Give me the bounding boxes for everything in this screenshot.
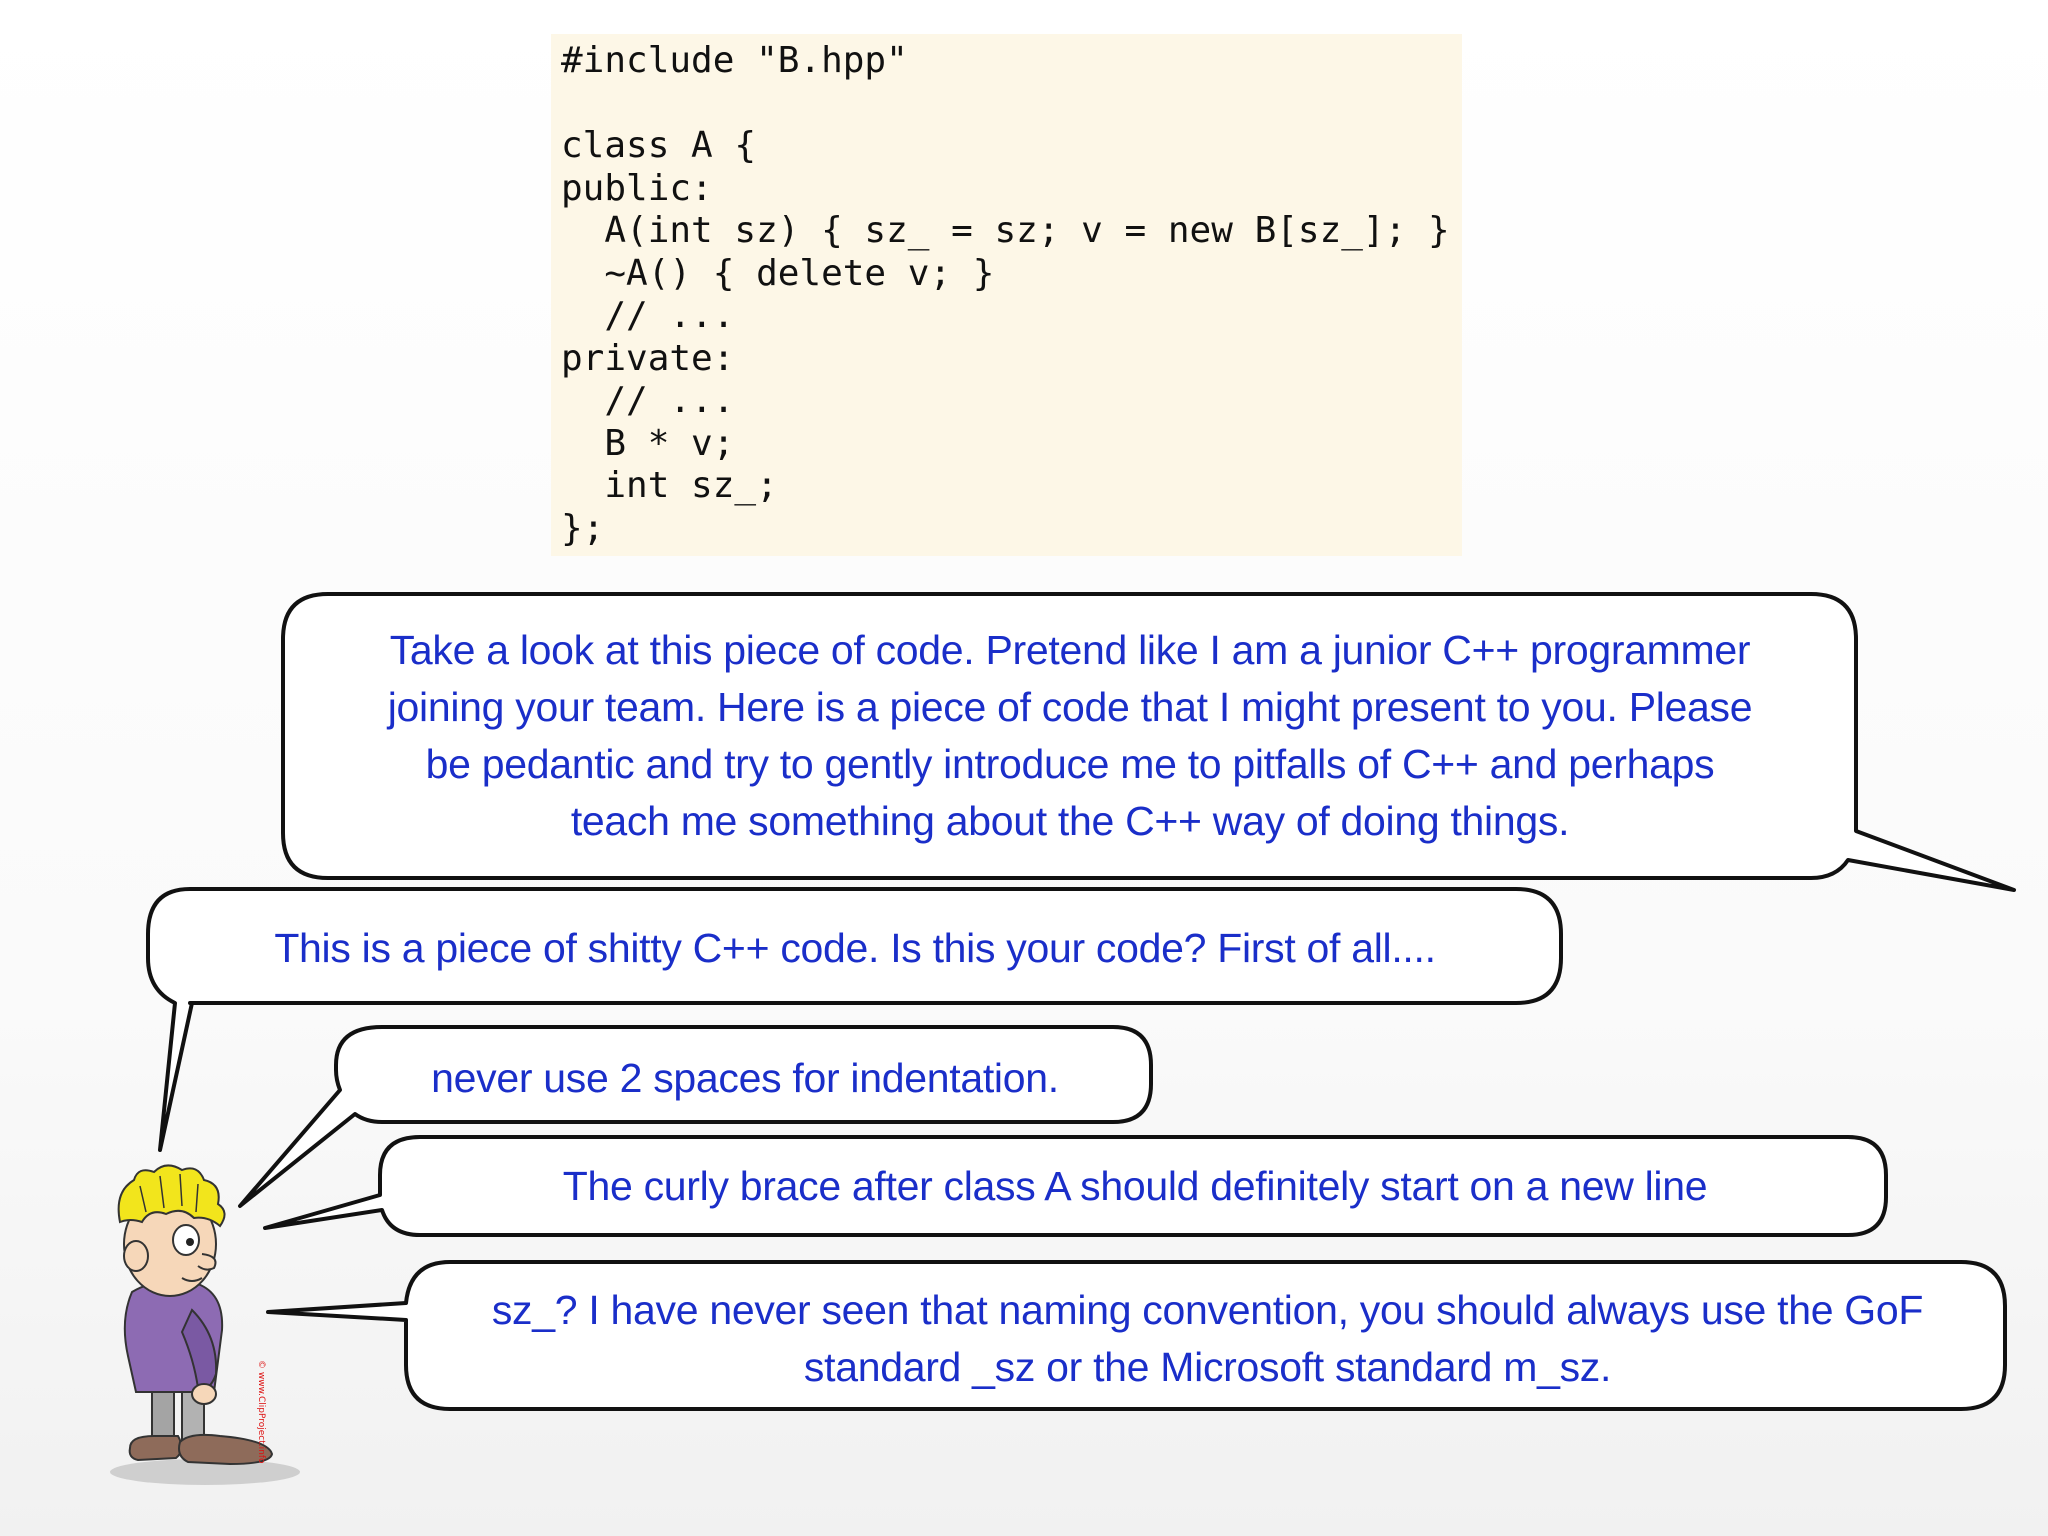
cartoon-boy-illustration [110, 1164, 300, 1485]
junior-bubble-text: Take a look at this piece of code. Prete… [290, 622, 1850, 850]
code-line: #include "B.hpp" [561, 40, 908, 81]
code-line: // ... [561, 380, 735, 421]
curly-brace-bubble-text: The curly brace after class A should def… [562, 1163, 1708, 1209]
junior-text-line: Take a look at this piece of code. Prete… [389, 627, 1751, 673]
code-line: int sz_; [561, 465, 778, 506]
junior-text-line: teach me something about the C++ way of … [570, 798, 1570, 844]
indentation-bubble-outline [238, 1025, 1153, 1208]
code-line: class A { [561, 125, 757, 166]
copyright-text: © www.ClipProject.info [256, 1360, 266, 1464]
code-line: B * v; [561, 422, 735, 464]
code-line: // ... [561, 295, 735, 336]
reply-bubble-text: This is a piece of shitty C++ code. Is t… [274, 925, 1436, 971]
indentation-bubble-text: never use 2 spaces for indentation. [431, 1055, 1059, 1101]
code-line: }; [561, 507, 605, 549]
code-line: ~A() { delete v; } [561, 252, 995, 294]
code-block: #include "B.hpp" class A { public: A(int… [551, 34, 1462, 556]
code-line: public: [561, 167, 713, 209]
naming-text-line: sz_? I have never seen that naming conve… [491, 1287, 1924, 1333]
copyright-note: © www.ClipProject.info [254, 1360, 284, 1490]
naming-bubble-text: sz_? I have never seen that naming conve… [410, 1282, 2005, 1396]
curly-brace-bubble-outline [263, 1135, 1888, 1237]
naming-bubble-outline [266, 1260, 2007, 1411]
code-line: A(int sz) { sz_ = sz; v = new B[sz_]; } [561, 210, 1450, 251]
code-line: private: [561, 337, 735, 379]
reply-bubble-outline [146, 887, 1563, 1152]
junior-text-line: be pedantic and try to gently introduce … [425, 741, 1715, 787]
junior-bubble-outline [281, 592, 2016, 892]
naming-text-line: standard _sz or the Microsoft standard m… [803, 1344, 1612, 1390]
junior-text-line: joining your team. Here is a piece of co… [387, 684, 1753, 730]
